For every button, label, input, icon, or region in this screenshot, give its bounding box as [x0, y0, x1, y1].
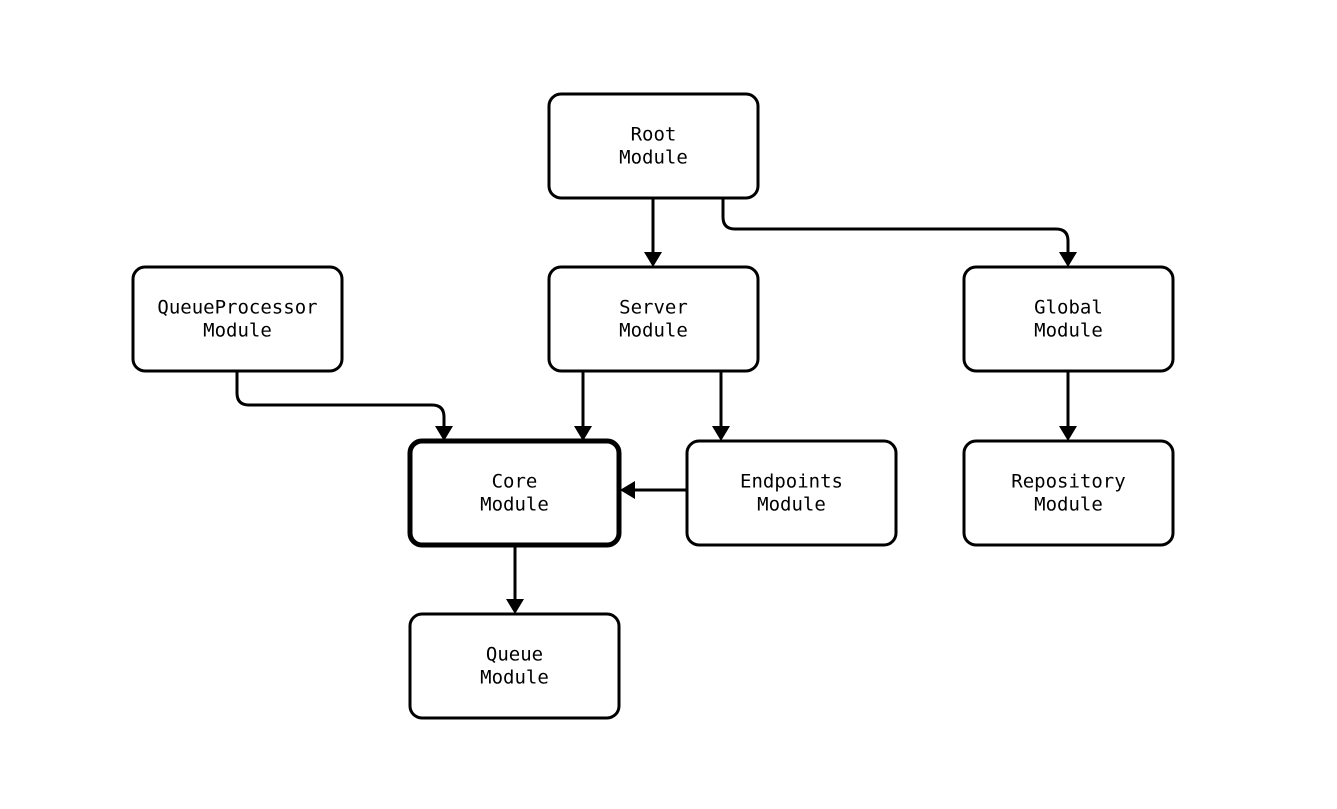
node-label-line1: Server [619, 297, 688, 319]
node-box[interactable] [962, 439, 1175, 547]
node-box[interactable] [547, 92, 760, 200]
arrowhead-icon [712, 426, 730, 441]
node-label-line1: Global [1034, 297, 1103, 319]
node-box[interactable] [962, 265, 1175, 373]
node-label-line2: Module [1034, 494, 1103, 516]
node-box[interactable] [131, 265, 344, 373]
arrowhead-icon [1059, 426, 1077, 441]
node-label-line1: Repository [1011, 471, 1125, 493]
edge-queueprocessor-to-core [235, 371, 453, 441]
edge-root-to-server [644, 198, 662, 267]
node-box[interactable] [407, 438, 622, 548]
edge-endpoints-to-core [620, 481, 687, 499]
edge-server-to-endpoints [712, 371, 730, 441]
edge-layer [235, 198, 1077, 614]
node-box[interactable] [547, 265, 760, 373]
arrowhead-icon [574, 426, 592, 441]
node-label-line2: Module [1034, 320, 1103, 342]
node-label-line2: Module [619, 147, 688, 169]
node-label-line2: Module [757, 494, 826, 516]
edge-root-to-global [721, 198, 1077, 267]
node-label-line2: Module [203, 320, 272, 342]
edge-core-to-queue [506, 545, 524, 614]
node-box[interactable] [408, 612, 621, 720]
node-label-line1: Queue [486, 644, 543, 666]
node-label-line1: QueueProcessor [157, 297, 317, 319]
arrowhead-icon [435, 426, 453, 441]
node-label-line1: Endpoints [740, 471, 843, 493]
edge-global-to-repository [1059, 371, 1077, 441]
arrowhead-icon [1059, 252, 1077, 267]
arrowhead-icon [506, 599, 524, 614]
node-label-line1: Root [631, 124, 677, 146]
node-box[interactable] [685, 439, 898, 547]
node-label-line2: Module [619, 320, 688, 342]
node-label-line1: Core [492, 471, 538, 493]
node-layer: RootModuleQueueProcessorModuleServerModu… [131, 92, 1175, 720]
edge-line [721, 198, 1070, 252]
arrowhead-icon [620, 481, 635, 499]
edge-line [235, 371, 446, 426]
node-label-line2: Module [480, 494, 549, 516]
edge-server-to-core [574, 371, 592, 441]
arrowhead-icon [644, 252, 662, 267]
node-label-line2: Module [480, 667, 549, 689]
